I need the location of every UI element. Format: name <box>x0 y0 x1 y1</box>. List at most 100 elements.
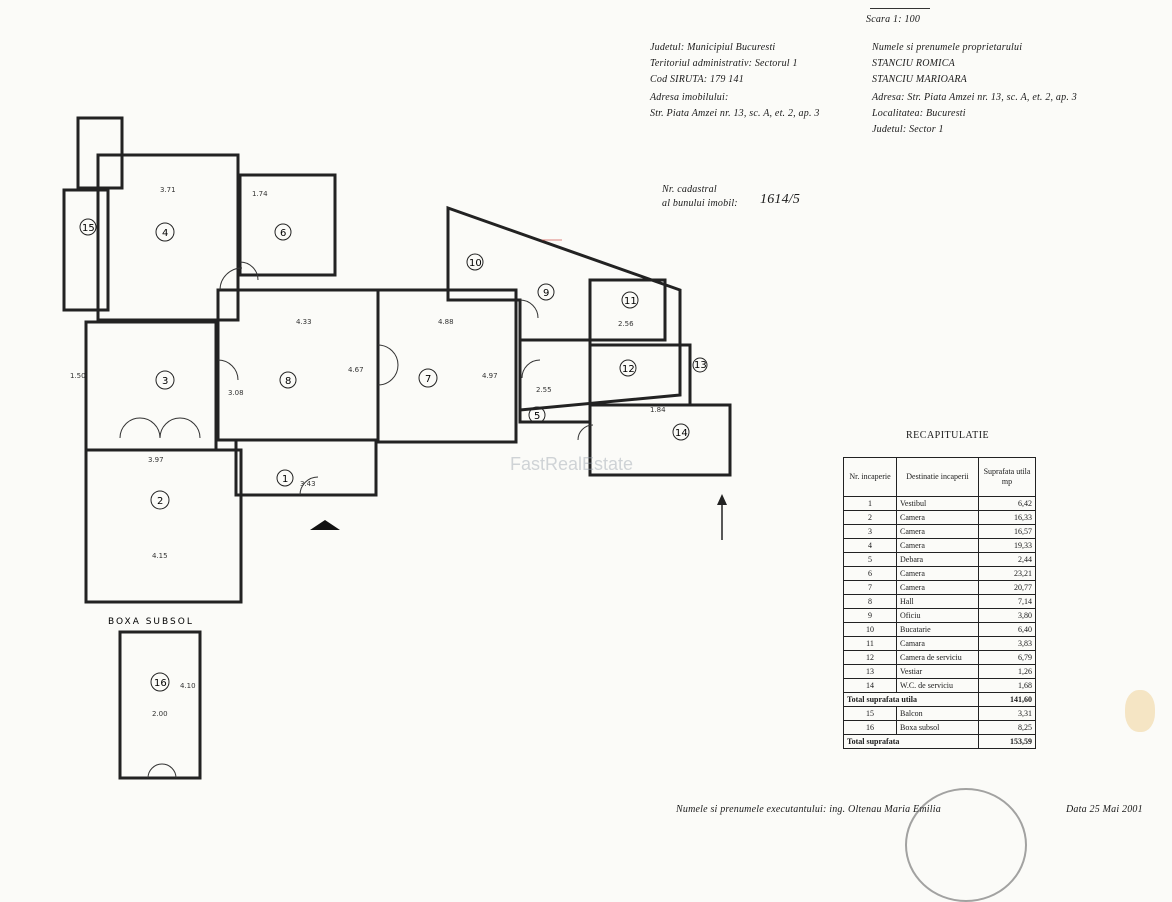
recap-cell: 10 <box>843 622 897 637</box>
document-date: Data 25 Mai 2001 <box>1066 804 1143 815</box>
room-label-7: 7 <box>425 374 431 385</box>
watermark-text: FastRealEstate <box>510 454 633 474</box>
recap-header-nr: Nr. incaperie <box>843 457 897 497</box>
recap-cell: 6,40 <box>978 622 1036 637</box>
recap-cell: Total suprafata <box>843 734 979 749</box>
recap-cell: Oficiu <box>896 608 979 623</box>
scale-note: Scara 1: 100 <box>866 14 921 25</box>
paper-stain <box>1125 690 1155 732</box>
recap-cell: Boxa subsol <box>896 720 979 735</box>
recap-cell: Camera <box>896 510 979 525</box>
recap-cell: 1,26 <box>978 664 1036 679</box>
recap-cell: 1 <box>843 496 897 511</box>
dim-1: 3.97 <box>148 456 164 464</box>
recap-cell: Vestiar <box>896 664 979 679</box>
dim-7: 3.08 <box>228 389 244 397</box>
info-address-label: Adresa imobilului: <box>650 92 729 103</box>
recap-cell: Debara <box>896 552 979 567</box>
storage-title: BOXA SUBSOL <box>108 617 194 627</box>
recap-cell: 16 <box>843 720 897 735</box>
info-siruta: Cod SIRUTA: 179 141 <box>650 74 744 85</box>
recap-cell: 7,14 <box>978 594 1036 609</box>
dim-10: 3.71 <box>160 186 176 194</box>
dim-6: 1.74 <box>252 190 268 198</box>
recap-cell: 11 <box>843 636 897 651</box>
dim-3: 4.88 <box>438 318 454 326</box>
owner-locality: Localitatea: Bucuresti <box>872 108 966 119</box>
owner-name-2: STANCIU MARIOARA <box>872 74 967 85</box>
dim-2: 4.33 <box>296 318 312 326</box>
room-circle-9 <box>537 283 555 301</box>
info-county: Judetul: Municipiul Bucuresti <box>650 42 776 53</box>
room-circle-3 <box>155 370 175 390</box>
dim-15: 1.50 <box>70 372 86 380</box>
room-label-3: 3 <box>162 376 168 387</box>
room-label-4: 4 <box>162 228 168 239</box>
room-label-13: 13 <box>694 360 707 371</box>
recap-cell: 23,21 <box>978 566 1036 581</box>
recap-cell: 141,60 <box>978 692 1036 707</box>
cadastral-number: 1614/5 <box>760 192 801 207</box>
recap-cell: Camera <box>896 566 979 581</box>
recap-cell: 16,33 <box>978 510 1036 525</box>
room-circle-5 <box>528 406 546 424</box>
dim-11: 2.56 <box>618 320 634 328</box>
storage-door <box>147 763 177 779</box>
room-circle-13 <box>692 357 708 373</box>
recap-title: RECAPITULATIE <box>906 430 990 441</box>
recap-cell: 9 <box>843 608 897 623</box>
room-label-16: 16 <box>154 678 167 689</box>
dim-5: 4.97 <box>482 372 498 380</box>
owner-label: Numele si prenumele proprietarului <box>872 42 1023 53</box>
room-label-9: 9 <box>543 288 549 299</box>
entrance-arrow-head <box>717 494 727 505</box>
recap-cell: 153,59 <box>978 734 1036 749</box>
recap-cell: 3,31 <box>978 706 1036 721</box>
recap-header-destinatie: Destinatie incaperii <box>896 457 979 497</box>
room-label-10: 10 <box>469 258 482 269</box>
room-label-1: 1 <box>282 474 288 485</box>
room-label-14: 14 <box>675 428 688 439</box>
recap-cell: 16,57 <box>978 524 1036 539</box>
recap-table: Nr. incaperie Destinatie incaperii Supra… <box>843 457 1036 749</box>
recap-cell: 8,25 <box>978 720 1036 735</box>
recap-cell: 3,80 <box>978 608 1036 623</box>
dim-14: 2.00 <box>152 710 168 718</box>
room-circle-6 <box>274 223 292 241</box>
owner-address: Adresa: Str. Piata Amzei nr. 13, sc. A, … <box>872 92 1077 103</box>
recap-cell: 6,42 <box>978 496 1036 511</box>
room-circle-14 <box>672 423 690 441</box>
recap-cell: Hall <box>896 594 979 609</box>
dim-0: 3.43 <box>300 480 316 488</box>
room-label-2: 2 <box>157 496 163 507</box>
recap-cell: 14 <box>843 678 897 693</box>
recap-cell: 2,44 <box>978 552 1036 567</box>
room-circle-7 <box>418 368 438 388</box>
room-label-12: 12 <box>622 364 635 375</box>
recap-cell: Bucatarie <box>896 622 979 637</box>
recap-cell: Camera de serviciu <box>896 650 979 665</box>
room-label-11: 11 <box>624 296 637 307</box>
room-circle-15 <box>79 218 97 236</box>
recap-cell: 15 <box>843 706 897 721</box>
owner-county: Judetul: Sector 1 <box>872 124 944 135</box>
executant-signature-line: Numele si prenumele executantului: ing. … <box>676 804 941 815</box>
room-circle-11 <box>621 291 639 309</box>
info-address: Str. Piata Amzei nr. 13, sc. A, et. 2, a… <box>650 108 820 119</box>
room-circle-10 <box>466 253 484 271</box>
recap-cell: 4 <box>843 538 897 553</box>
plan-doors <box>119 261 594 496</box>
entrance-marker <box>310 520 340 530</box>
